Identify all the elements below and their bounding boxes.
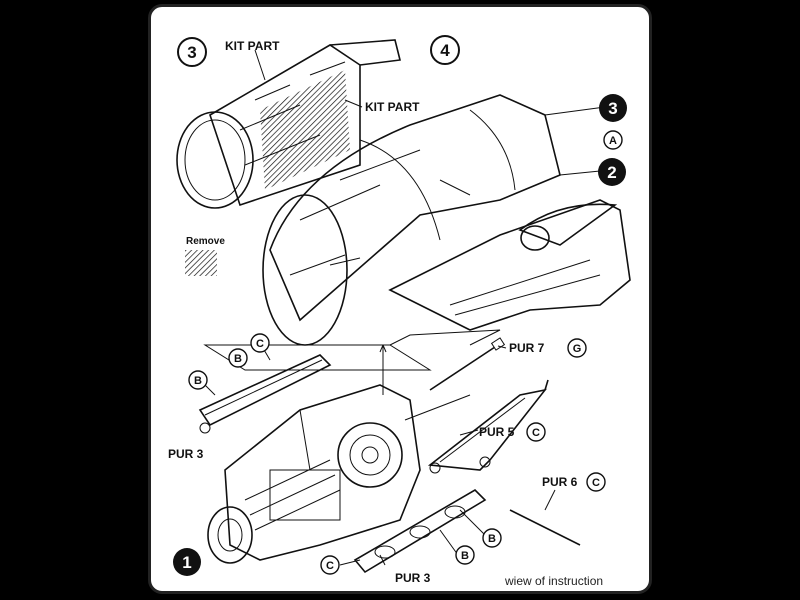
remove-legend-swatch [185, 250, 217, 276]
pur5-label: PUR 5 [479, 425, 515, 439]
kit-part-label-top: KIT PART [225, 39, 280, 53]
panel-edge [389, 329, 501, 346]
kit-part-label-side: KIT PART [365, 100, 420, 114]
letter-c-pur5-circle [526, 422, 546, 442]
pur7-label: PUR 7 [509, 341, 545, 355]
letter-b-bottom-mid-circle [455, 545, 475, 565]
rod-pur6 [509, 509, 581, 546]
remove-legend-label: Remove [186, 236, 225, 247]
letter-b-left-top-circle [228, 348, 248, 368]
step-1-filled-circle [173, 548, 201, 576]
step-4-open-number: 4 [440, 41, 450, 60]
letter-c-bottom-circle [320, 555, 340, 575]
leader-lines [199, 49, 556, 566]
step-2-filled-number: 2 [607, 163, 616, 182]
letter-c-left-circle [250, 333, 270, 353]
pur6-label: PUR 6 [542, 475, 578, 489]
step-3-open-circle [177, 37, 207, 67]
engine-mount-frame [427, 379, 549, 474]
engine-block [207, 384, 421, 564]
letter-b-bottom-right-circle [482, 528, 502, 548]
letter-c-left: C [256, 338, 264, 350]
step-2-filled-circle [598, 158, 626, 186]
letter-b-left-bottom-circle [188, 370, 208, 390]
letter-c-pur6: C [592, 477, 600, 489]
letter-b-bottom-mid: B [461, 550, 469, 562]
letter-a: A [609, 135, 617, 147]
bottom-rail-part [353, 488, 487, 574]
left-rail-part [198, 354, 332, 434]
pur3-left-label: PUR 3 [168, 447, 204, 461]
letter-c-bottom: C [326, 560, 334, 572]
step-1-filled-number: 1 [182, 553, 191, 572]
pur3-bottom-label: PUR 3 [395, 571, 431, 585]
detail-3-cowling [176, 39, 401, 209]
letter-g: G [573, 343, 582, 355]
instruction-caption: wiew of instruction [504, 574, 603, 588]
letter-c-pur6-circle [586, 472, 606, 492]
detail-2-panel [388, 199, 631, 331]
letter-b-left-bottom: B [194, 375, 202, 387]
step-3-filled-number: 3 [608, 99, 617, 118]
step-4-open-circle [430, 35, 460, 65]
removal-hatch-area [260, 70, 350, 190]
letter-c-pur5: C [532, 427, 540, 439]
rod-pur7 [429, 337, 506, 391]
assembly-arrows [329, 179, 471, 421]
letter-a-circle [603, 130, 623, 150]
letter-b-bottom-right: B [488, 533, 496, 545]
step-3-open-number: 3 [187, 43, 196, 62]
letter-b-left-top: B [234, 353, 242, 365]
step-3-filled-circle [599, 94, 627, 122]
letter-g-circle [567, 338, 587, 358]
